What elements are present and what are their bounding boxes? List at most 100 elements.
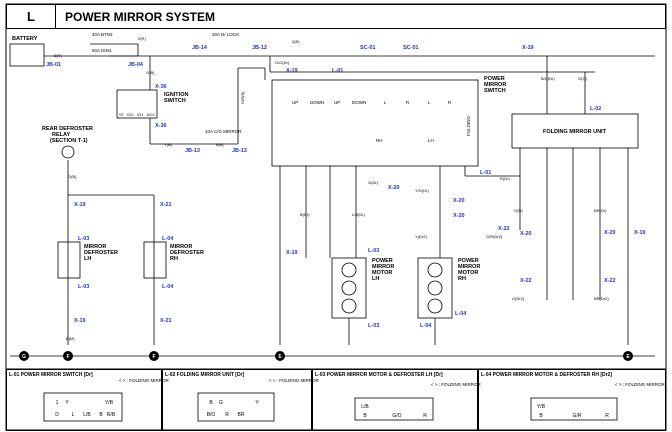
conn-l04d: L-04: [455, 311, 467, 317]
switch-folding: FOLDING: [466, 115, 471, 136]
defroster-lh-label-3: LH: [84, 256, 91, 262]
motor-rh-label-1: POWER: [458, 258, 479, 264]
motor-lh-label-4: LH: [372, 276, 379, 282]
wire-label-2: 2(R): [138, 36, 146, 41]
wire-label-21: BR(Dr2): [594, 296, 609, 301]
page-title: POWER MIRROR SYSTEM: [65, 9, 216, 24]
conn-x22a: X-22: [498, 226, 510, 232]
connector-panel-l02: L-02 FOLDING MIRROR UNIT [Dr] < > : FOLD…: [162, 369, 319, 431]
conn-l04a: L-04: [162, 236, 174, 242]
ground-label-f2: F: [152, 354, 155, 360]
l01-pin-8: R/B: [107, 412, 116, 418]
wire-label-1: 6(R): [54, 53, 62, 58]
ground-label-g: G: [22, 354, 26, 360]
ground-label-f1: F: [66, 354, 69, 360]
l02-pin-4: R: [225, 412, 229, 418]
connector-caption-l03: L-03 POWER MIRROR MOTOR & DEFROSTER LH […: [315, 372, 443, 378]
switch-label-3: SWITCH: [484, 88, 506, 94]
relay-label-3: (SECTION T-1): [50, 138, 88, 144]
conn-x20b: X-20: [453, 198, 465, 204]
wire-label-23: O(D): [514, 208, 523, 213]
l02-pin-6: Y: [255, 400, 259, 406]
switch-down-1: DOWN: [310, 100, 324, 105]
conn-l03d: L-03: [368, 323, 379, 329]
l04-pin-3: G/R: [573, 413, 582, 419]
l04-pin-4: R: [605, 413, 609, 419]
ground-point-f1: [63, 351, 73, 361]
connector-caption-l01: L-01 POWER MIRROR SWITCH [Dr]: [9, 372, 93, 378]
wire-label-17: Y(Dr2): [415, 234, 427, 239]
conn-x21a: X-21: [160, 202, 172, 208]
defroster-rh-label-2: DEFROSTER: [170, 250, 204, 256]
wire-label-19: B(M): [66, 336, 75, 341]
fuse-label-2: 60A IGN1: [92, 48, 112, 53]
wire-label-18: G/R(Dr2): [486, 234, 503, 239]
fuse-label-4: 10A C/G MIRROR: [205, 129, 242, 134]
connector-note-l02: < > : FOLDING MIRROR: [269, 378, 319, 383]
l01-pin-3: D: [55, 412, 59, 418]
l01-pin-1: 1: [56, 400, 59, 406]
ignition-switch-label-1: IGNITION: [164, 92, 188, 98]
conn-x21b: X-21: [160, 318, 172, 324]
ign-terminal-ig1: IG1: [137, 112, 144, 117]
switch-up-1: UP: [292, 100, 298, 105]
connector-face-l02: B G B/O R BR Y: [197, 392, 275, 422]
connector-note-l04: < > : FOLDING MIRROR: [615, 382, 665, 387]
conn-x19e: X-19: [286, 250, 298, 256]
l02-pin-5: BR: [238, 412, 245, 418]
wire-label-6: Y(B): [164, 142, 173, 147]
conn-l04b: L-04: [162, 284, 174, 290]
connector-face-l03: L/B B G/O R: [354, 397, 434, 421]
l02-pin-1: B: [209, 400, 213, 406]
conn-x19a: X-19: [522, 45, 534, 51]
folding-unit-label: FOLDING MIRROR UNIT: [543, 129, 607, 135]
wire-label-22: BR(Dr): [594, 208, 607, 213]
l02-pin-3: B/O: [207, 412, 216, 418]
motor-rh-label-2: MIRROR: [458, 264, 480, 270]
wire-label-13: O(Dr): [368, 180, 379, 185]
conn-jb13a: JB-13: [185, 148, 200, 154]
conn-jb12: JB-12: [252, 45, 267, 51]
ground-label-e1: E: [278, 354, 282, 360]
switch-label-1: POWER: [484, 76, 505, 82]
wire-label-7: 6(B): [216, 142, 224, 147]
ign-terminal-ig2: IG2: [127, 112, 134, 117]
conn-x36a: X-36: [155, 84, 167, 90]
ground-point-e2: [623, 351, 633, 361]
l01-pin-7: Y/B: [105, 400, 114, 406]
conn-x19f: X-19: [634, 230, 646, 236]
defroster-rh-label-1: MIRROR: [170, 244, 192, 250]
connector-panel-l03: L-03 POWER MIRROR MOTOR & DEFROSTER LH […: [312, 369, 481, 431]
conn-l02: L-02: [590, 106, 601, 112]
conn-jb01: JB-01: [46, 62, 61, 68]
l03-pin-2: B: [363, 413, 367, 419]
l01-pin-4: L: [72, 412, 75, 418]
motor-lh-label-2: MIRROR: [372, 264, 394, 270]
conn-x19d: X-19: [74, 318, 86, 324]
conn-l04c: L-04: [420, 323, 432, 329]
conn-x36b: X-36: [155, 123, 167, 129]
conn-l03c: L-03: [368, 248, 379, 254]
defroster-lh-label-2: DEFROSTER: [84, 250, 118, 256]
l04-pin-2: B: [539, 413, 543, 419]
conn-x20a: X-20: [388, 185, 400, 191]
motor-lh-label-3: MOTOR: [372, 270, 392, 276]
connector-caption-l04: L-04 POWER MIRROR MOTOR & DEFROSTER RH […: [481, 372, 613, 378]
conn-jb04: JB-04: [128, 62, 144, 68]
conn-jb14: JB-14: [192, 45, 208, 51]
wire-label-9: G/O(Dr): [275, 60, 290, 65]
conn-sc01a: SC-01: [360, 45, 376, 51]
relay-label-1: REAR DEFROSTER: [42, 126, 93, 132]
conn-x19b: X-19: [286, 68, 298, 74]
l03-pin-1: L/B: [361, 404, 369, 410]
fuse-label-1: 40A BTN3: [92, 32, 113, 37]
fuse-label-3: 20A D/ LOCK: [212, 32, 239, 37]
connector-caption-l02: L-02 FOLDING MIRROR UNIT [Dr]: [165, 372, 245, 378]
l01-pin-5: L/B: [83, 412, 91, 418]
conn-x20d: X-20: [520, 231, 532, 237]
switch-r-2: R: [448, 100, 452, 105]
conn-jb13b: JB-13: [232, 148, 247, 154]
l02-pin-2: G: [219, 400, 223, 406]
section-letter: L: [7, 5, 56, 28]
